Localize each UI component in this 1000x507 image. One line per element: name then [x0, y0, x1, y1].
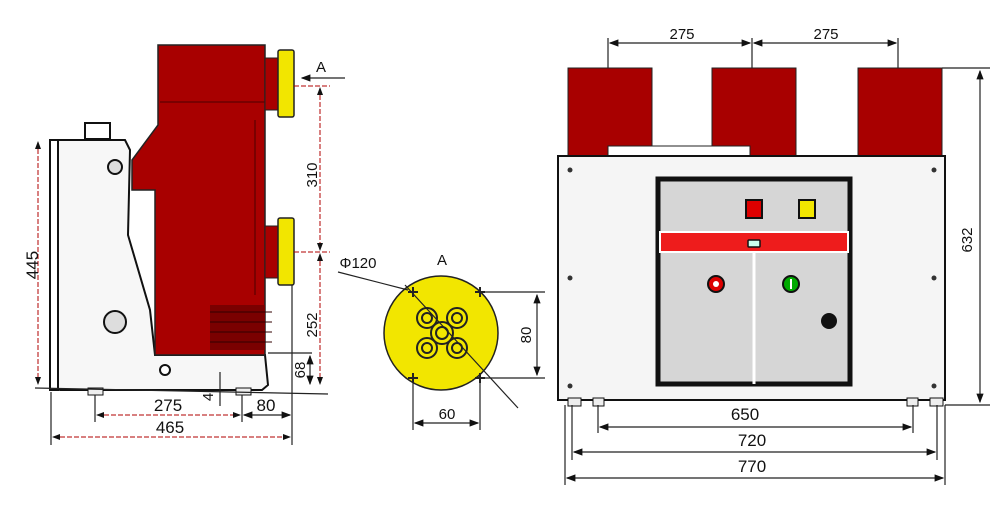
- cooling-fins: [210, 305, 272, 350]
- dim-252: 252: [304, 312, 321, 337]
- diameter-label: Φ120: [340, 255, 377, 272]
- cabinet-frame: [49, 139, 59, 391]
- dim-650: 650: [731, 405, 759, 424]
- dim-770: 770: [738, 457, 766, 476]
- terminal-face: [383, 275, 499, 391]
- upper-terminal: [277, 49, 295, 118]
- dim-445: 445: [23, 251, 42, 279]
- lower-terminal: [277, 217, 295, 286]
- terminal-view-a: A Φ120 80 60: [337, 252, 545, 430]
- section-label-a: A: [316, 59, 326, 76]
- front-view: 275 275 632 650 720 770: [557, 26, 990, 485]
- dim-275-phase-2: 275: [813, 26, 838, 43]
- spring-indicator-icon: [798, 199, 816, 219]
- dim-310: 310: [304, 162, 321, 187]
- charging-hole-icon: [821, 313, 837, 329]
- dim-80-bolt: 80: [518, 327, 535, 344]
- bolt-holes: [408, 287, 485, 383]
- dim-465: 465: [156, 418, 184, 437]
- upper-terminal-neck: [264, 57, 279, 111]
- dim-80: 80: [257, 396, 276, 415]
- phase-bushing: [711, 67, 797, 157]
- phase-bushing: [567, 67, 653, 157]
- terminal-view-title: A: [437, 252, 447, 269]
- dim-68: 68: [292, 362, 309, 379]
- dim-4: 4: [200, 393, 217, 401]
- cabinet-hole: [107, 159, 123, 175]
- cabinet-hole: [159, 364, 171, 376]
- dim-720: 720: [738, 431, 766, 450]
- dim-60-bolt: 60: [439, 406, 456, 423]
- insulating-pole: [131, 44, 266, 356]
- wheel: [235, 387, 252, 396]
- side-view: 445 A 310 252 68 4 275 80 465: [23, 44, 345, 445]
- dim-275-phase-1: 275: [669, 26, 694, 43]
- panel-screws: [567, 167, 937, 389]
- open-indicator-icon: [745, 199, 763, 219]
- dim-275-side: 275: [154, 396, 182, 415]
- terminal-rings: [416, 307, 468, 359]
- phase-bushing: [857, 67, 943, 157]
- counter-icon: [747, 239, 761, 248]
- handle-box: [84, 122, 111, 140]
- feet: [567, 397, 944, 407]
- cabinet-hole: [103, 310, 127, 334]
- dim-632: 632: [959, 227, 976, 252]
- lower-terminal-neck: [264, 225, 279, 279]
